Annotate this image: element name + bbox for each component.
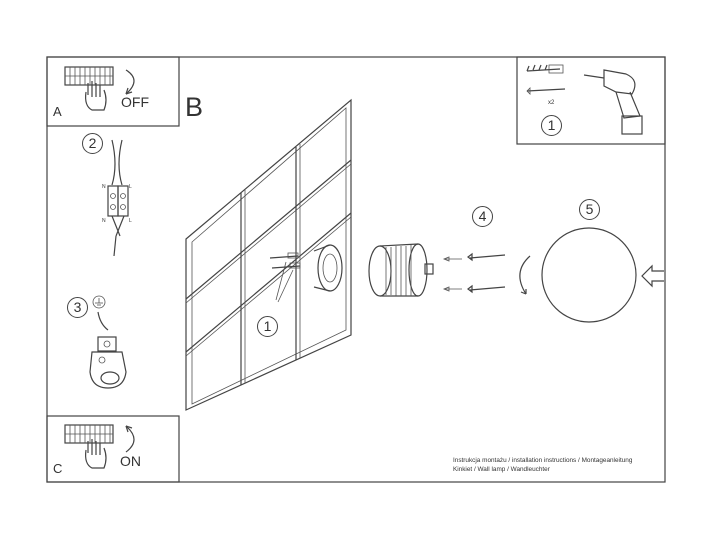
- step-1-frame: [516, 56, 666, 145]
- panel-a-action: OFF: [121, 94, 149, 110]
- panel-b-letter: B: [185, 92, 204, 122]
- wall-grid: [185, 98, 352, 411]
- rotate-arrow-icon: [519, 255, 531, 295]
- screw-anchor-icon: [526, 64, 566, 95]
- panel-c-letter: C: [53, 461, 63, 476]
- ground-symbol-icon: [92, 295, 106, 309]
- wall-mount-plate: [313, 244, 343, 292]
- terminal-n-top: N: [102, 184, 106, 190]
- terminal-n-bottom: N: [102, 218, 106, 224]
- panel-a-letter: A: [53, 104, 62, 119]
- panel-c-frame: [46, 415, 180, 483]
- terminal-l-top: L: [129, 184, 132, 190]
- terminal-l-bottom: L: [129, 218, 132, 224]
- curved-arrow-icon: [125, 69, 135, 95]
- drill-icon: [583, 69, 643, 135]
- panel-c-action: ON: [120, 453, 141, 469]
- screw-icon: [442, 252, 506, 294]
- wire-terminal-icon: [107, 139, 129, 257]
- panel-a-frame: [46, 56, 180, 127]
- curved-arrow-icon: [125, 425, 135, 453]
- step-3-number: 3: [67, 297, 88, 318]
- footer-line-2: Kinkiet / Wall lamp / Wandleuchter: [453, 466, 551, 473]
- footer-line-1: Instrukcja montażu / installation instru…: [453, 457, 633, 464]
- ground-clamp-icon: [89, 336, 127, 389]
- step-4-number: 4: [472, 206, 493, 227]
- glass-globe: [541, 227, 637, 323]
- page-frame: [46, 56, 666, 483]
- step-1-wall-number: 1: [257, 316, 278, 337]
- hand-switch-icon: [64, 424, 114, 469]
- step-5-number: 5: [579, 199, 600, 220]
- lamp-base: [368, 243, 434, 297]
- step-1-number: 1: [541, 115, 562, 136]
- push-arrow-icon: [641, 264, 664, 288]
- hand-switch-icon: [64, 66, 114, 111]
- step-2-number: 2: [82, 133, 103, 154]
- screw-anchor-icon: [269, 252, 301, 303]
- hardware-quantity: x2: [548, 100, 555, 106]
